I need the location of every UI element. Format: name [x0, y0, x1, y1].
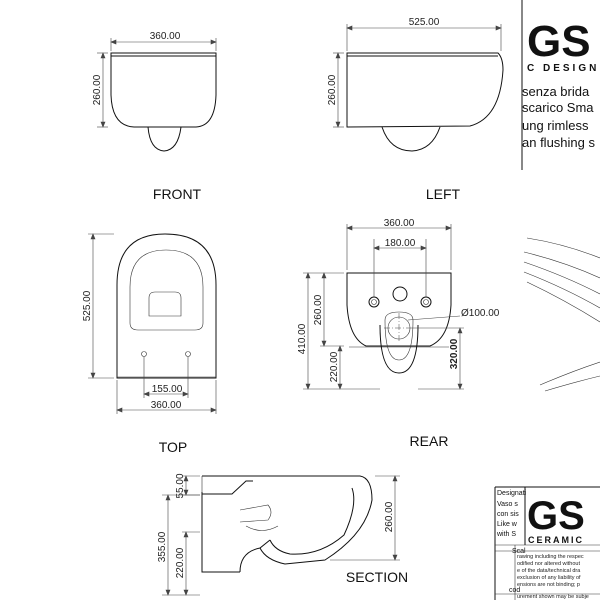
designation-line-1: Vaso s [497, 501, 518, 508]
note-line-2: odified nor altered without [517, 561, 580, 567]
title-block: Designati Vaso s con sis Like w with S G… [494, 486, 600, 600]
top-hole-spacing-dimension: 155.00 [152, 384, 183, 395]
description-line-4: an flushing s [522, 135, 595, 150]
brand-logo-bottom-text: GS [527, 494, 585, 538]
left-view: 525.00 260.00 LEFT [327, 17, 504, 202]
rear-width-dimension: 360.00 [384, 218, 415, 229]
front-view: 360.00 260.00 FRONT [92, 31, 217, 202]
product-render-outline [523, 237, 600, 392]
rear-lower-height-dimension: 220.00 [329, 351, 340, 382]
brand-logo-bottom-tagline: CERAMIC [528, 535, 584, 545]
description-line-2: scarico Sma [522, 100, 594, 115]
top-length-dimension: 525.00 [82, 290, 93, 321]
left-height-dimension: 260.00 [327, 74, 338, 105]
section-view: 55.00 355.00 220.00 260.00 SECTION [157, 473, 408, 596]
top-view-label: TOP [159, 439, 188, 455]
rear-outlet-height-dimension: 320.00 [449, 338, 460, 369]
section-view-label: SECTION [346, 569, 408, 585]
rear-body-height-dimension: 260.00 [313, 294, 324, 325]
top-width-dimension: 360.00 [151, 400, 182, 411]
brand-logo-bottom: GS CERAMIC [527, 494, 585, 545]
rear-total-height-dimension: 410.00 [297, 323, 308, 354]
brand-panel: GS C DESIGN senza brida scarico Sma ung … [521, 0, 600, 392]
note-line-4: exclusion of any liability of [517, 575, 581, 581]
rear-outlet-diameter: Ø100.00 [461, 308, 500, 319]
description-line-1: senza brida [522, 84, 590, 99]
note-line-1: rawing including the respec [517, 554, 584, 560]
front-height-dimension: 260.00 [92, 74, 103, 105]
designation-line-2: con sis [497, 511, 519, 518]
designation-line-4: with S [496, 531, 516, 538]
description-line-3: ung rimless [522, 118, 589, 133]
left-length-dimension: 525.00 [409, 17, 440, 28]
front-view-label: FRONT [153, 186, 202, 202]
section-lower-height-dimension: 220.00 [175, 547, 186, 578]
note-line-3: e of the data/technical dra [517, 568, 581, 574]
rear-inner-width-dimension: 180.00 [385, 238, 416, 249]
rear-view-label: REAR [410, 433, 449, 449]
left-view-label: LEFT [426, 186, 461, 202]
scale-label: Scal [512, 548, 526, 555]
top-view: 155.00 360.00 525.00 TOP [82, 233, 217, 455]
rear-view: 360.00 180.00 Ø100.00 410.00 260.00 220.… [297, 218, 500, 449]
designation-label: Designati [497, 490, 527, 497]
brand-logo-top-text: GS [527, 17, 591, 66]
designation-line-3: Like w [497, 521, 518, 528]
section-total-height-dimension: 355.00 [157, 531, 168, 562]
brand-logo-top-tagline: C DESIGN [527, 63, 599, 74]
front-width-dimension: 360.00 [150, 31, 181, 42]
note-line-5: ensions are not binding; p [517, 582, 580, 588]
code-label: cod [509, 587, 520, 594]
brand-logo-top: GS C DESIGN [527, 17, 599, 74]
section-top-offset-dimension: 55.00 [175, 473, 186, 498]
section-body-height-dimension: 260.00 [384, 501, 395, 532]
note-line-6: urement shown may be subje [517, 594, 589, 600]
